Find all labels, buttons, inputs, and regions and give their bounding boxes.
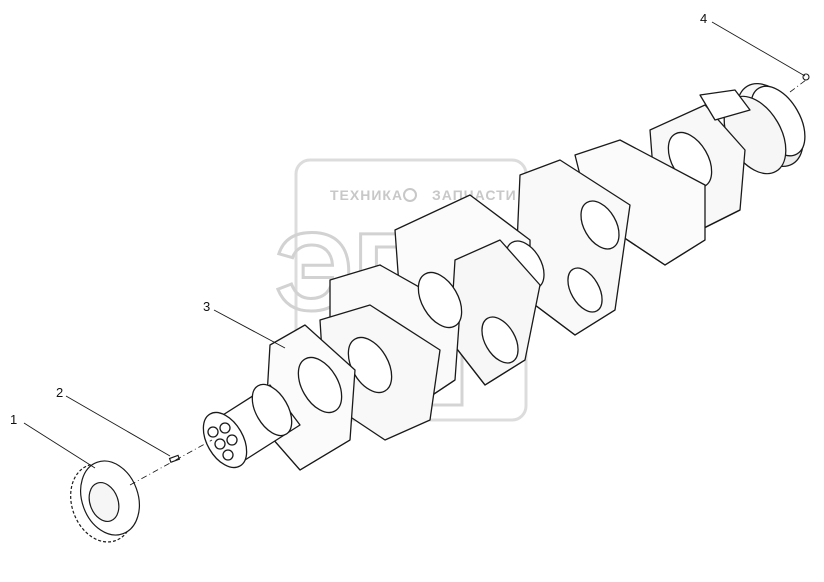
key-pin	[168, 454, 181, 464]
callout-1: 1	[10, 412, 18, 427]
callout-2: 2	[56, 385, 64, 400]
callout-4: 4	[700, 11, 708, 26]
gear-icon	[403, 188, 417, 202]
crank-web-4	[449, 239, 541, 386]
crankshaft-gear	[70, 460, 140, 543]
crankshaft	[202, 82, 806, 471]
callout-3: 3	[203, 299, 211, 314]
watermark-brand-left: ТЕХНИКА	[330, 187, 403, 203]
leader-lines	[23, 21, 806, 469]
front-nose	[202, 383, 301, 469]
assembly-axis	[129, 79, 807, 486]
watermark-brand-right: ЗАПЧАСТИ	[432, 187, 517, 203]
